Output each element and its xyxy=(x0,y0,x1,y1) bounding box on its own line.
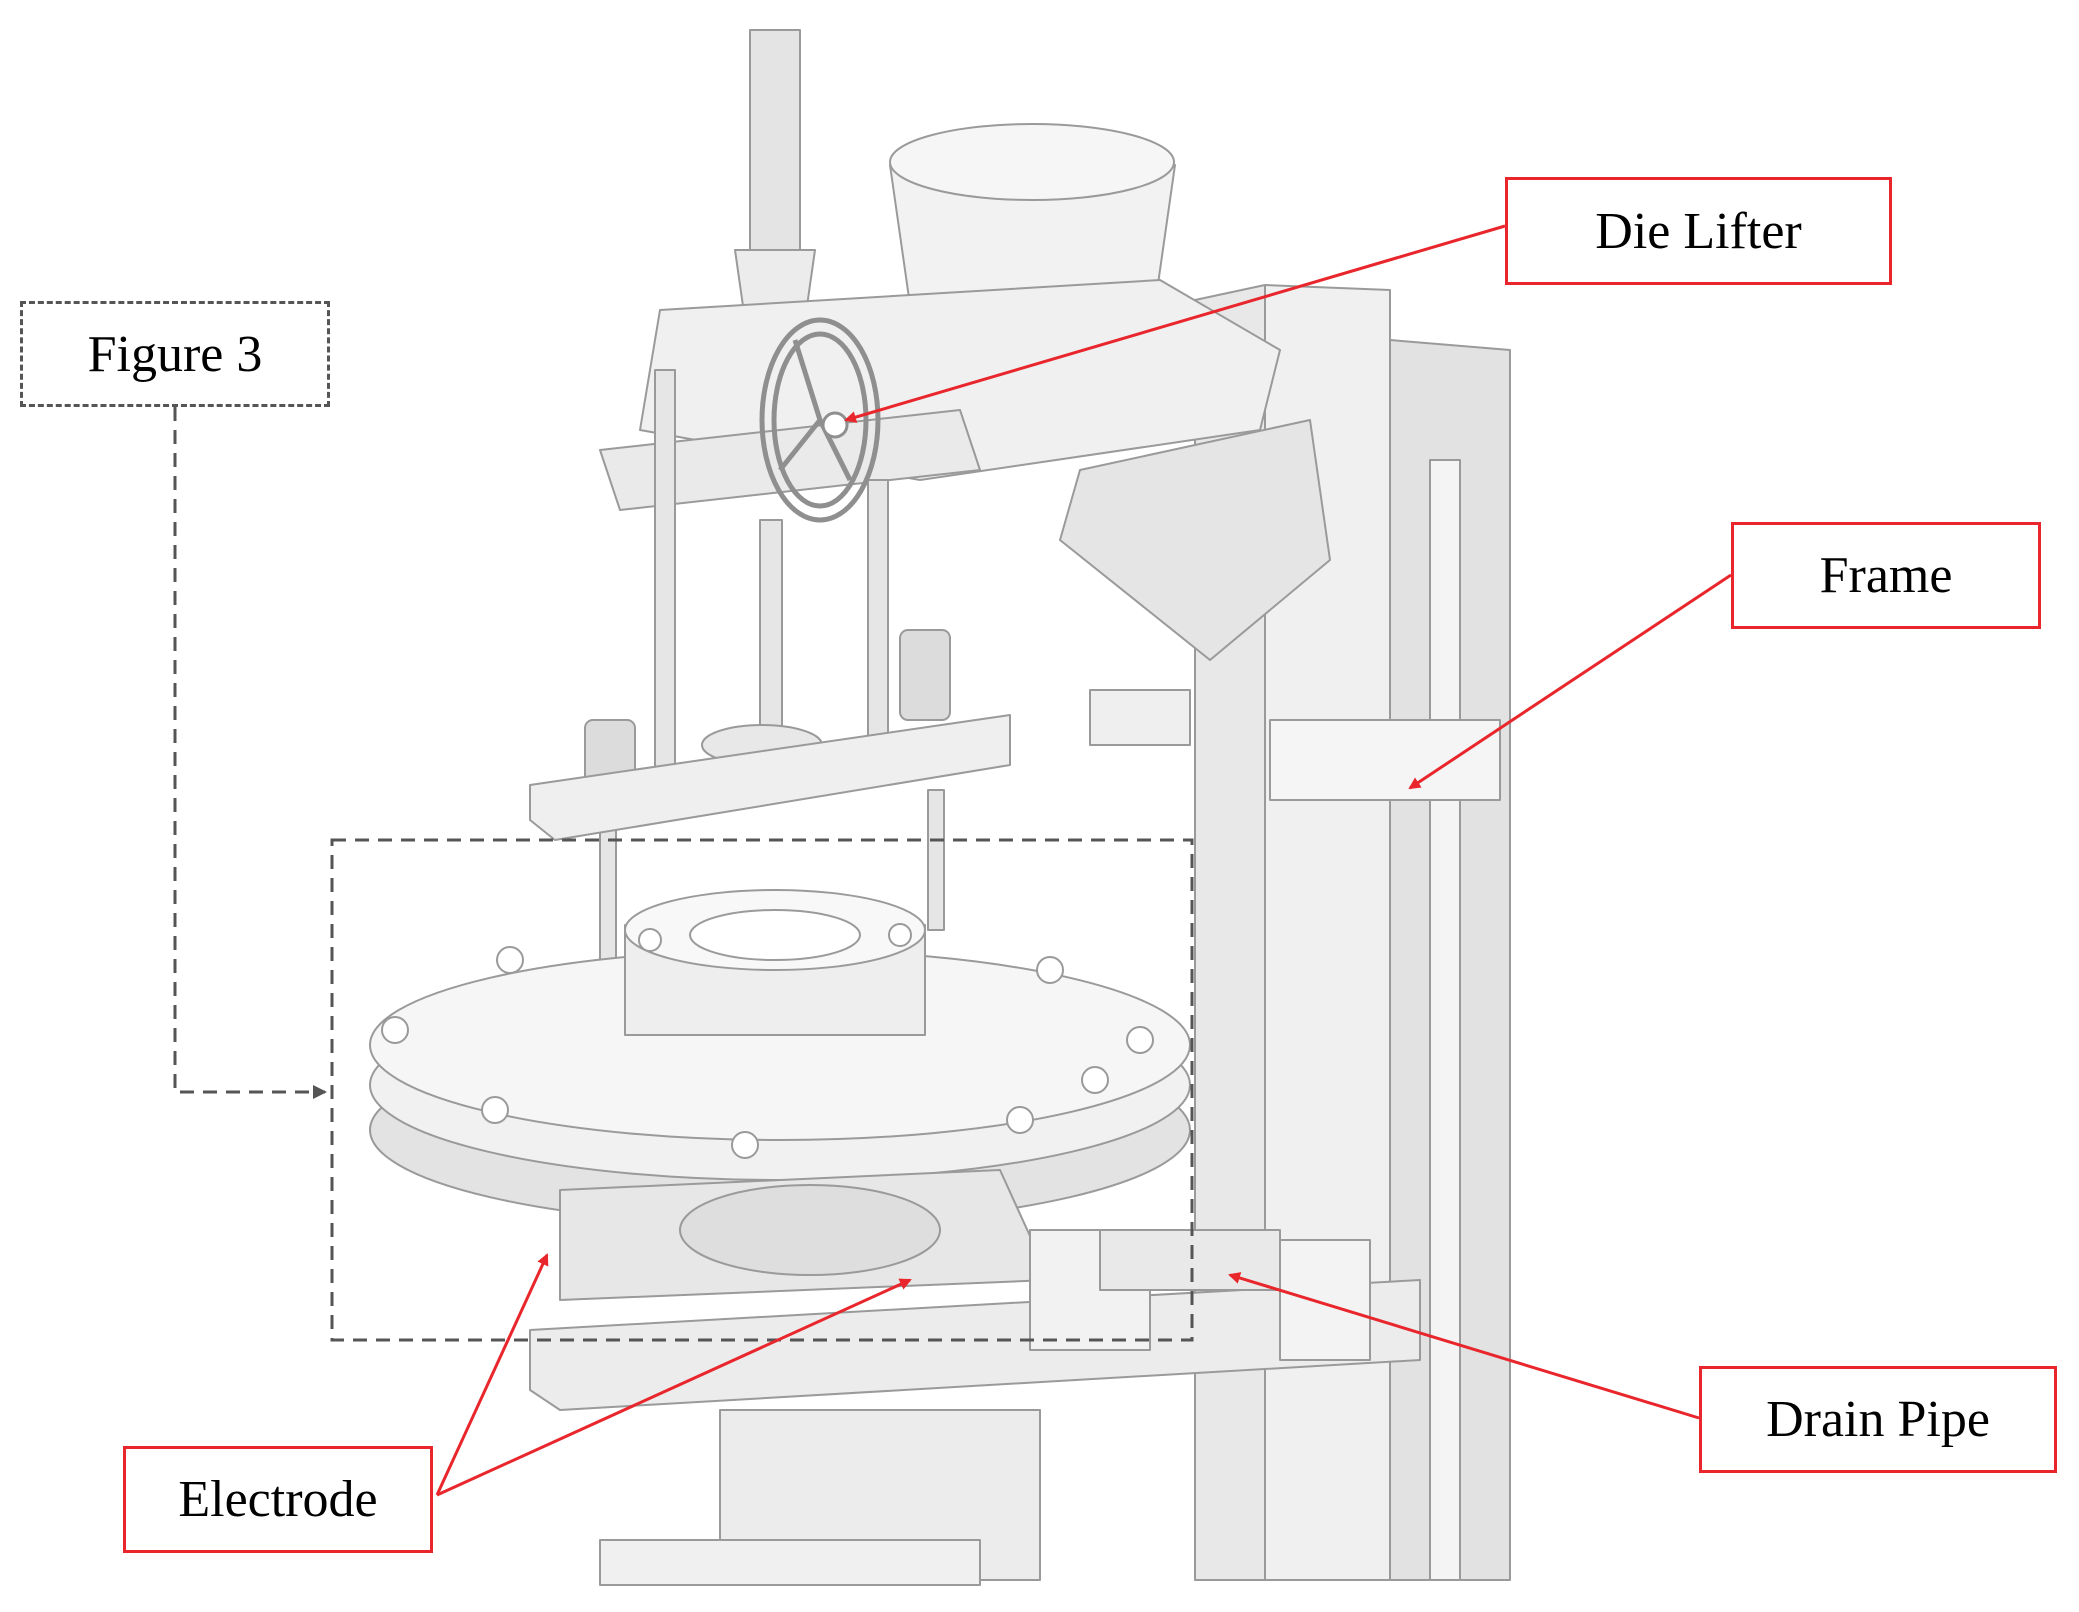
die-lifter-leader xyxy=(844,224,1506,423)
detail-region-box xyxy=(330,838,1194,1342)
drain-pipe-label: Drain Pipe xyxy=(1699,1366,2057,1473)
electrode-leader-left xyxy=(435,1253,549,1496)
electrode-label: Electrode xyxy=(123,1446,433,1553)
electrode-text: Electrode xyxy=(178,1471,378,1528)
die-lifter-label: Die Lifter xyxy=(1505,177,1892,285)
drain-pipe-text: Drain Pipe xyxy=(1766,1391,1990,1448)
electrode-leader-right xyxy=(436,1278,912,1497)
drain-pipe-leader xyxy=(1228,1272,1700,1420)
figure-reference-connector xyxy=(173,407,327,1099)
figure-reference-label: Figure 3 xyxy=(20,301,330,407)
frame-leader xyxy=(1408,573,1732,790)
frame-label: Frame xyxy=(1731,522,2041,629)
figure-reference-text: Figure 3 xyxy=(87,325,263,383)
frame-text: Frame xyxy=(1819,547,1953,604)
die-lifter-text: Die Lifter xyxy=(1595,202,1802,260)
